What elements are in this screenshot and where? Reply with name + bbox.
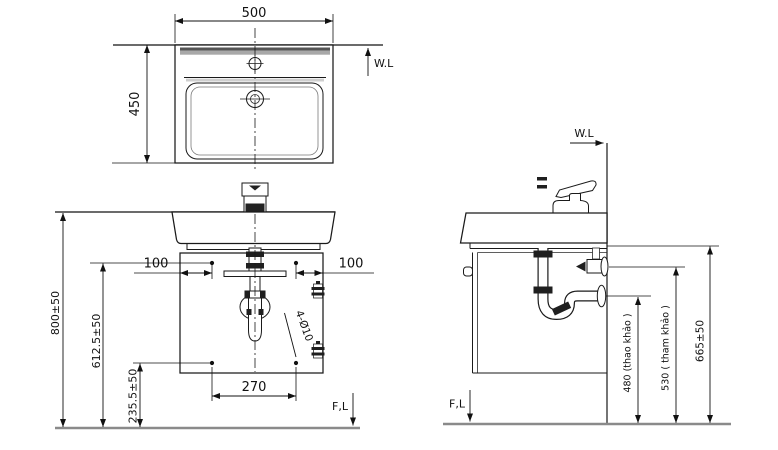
faucet-side [537,177,597,214]
top-water-line-label: W.L [374,57,394,70]
supply-valve-height-label: 530 ( tham khảo ) [661,305,672,391]
top-width-dimension-label: 500 [242,6,267,21]
side-floor-line-label: F,L [449,398,466,411]
rim-height-label: 665±50 [695,320,707,362]
bolt-hole-bottom-right [293,360,299,366]
mounting-bolt-lower [311,341,325,359]
bolt-span-label: 270 [242,380,267,395]
side-water-line-label: W.L [574,127,594,140]
right-bolt-offset-label: 100 [339,257,364,272]
cabinet-side [463,252,607,374]
lower-bolt-height-dimension-label: 235.5±50 [127,369,140,424]
basin-side-outline [459,212,608,244]
drain-outlet-height-label: 480 (thao khảo ) [623,313,634,392]
basin-top-outline [174,44,334,164]
total-height-dimension-label: 800±50 [49,291,62,335]
top-depth-dimension-label: 450 [128,92,143,117]
basin-front-outline [171,211,336,245]
mounting-bolt-upper [311,281,325,299]
front-view: 4-Ø10 800±50 612.5±50 235.5±50 100 100 2… [49,182,374,430]
drain-wall-flange [596,284,607,308]
side-view: W.L [443,127,731,426]
bolt-holes-leader-line [284,312,297,358]
cabinet-knob [463,266,473,277]
basin-side-lip [469,243,607,249]
p-trap-piping [533,248,607,320]
faucet-front [241,182,269,213]
upper-bolt-height-dimension-label: 612.5±50 [90,314,103,369]
top-view: 500 450 W.L [112,6,394,171]
front-floor-line-label: F,L [332,400,349,413]
left-bolt-offset-label: 100 [144,257,169,272]
supply-angle-valve [576,247,609,277]
